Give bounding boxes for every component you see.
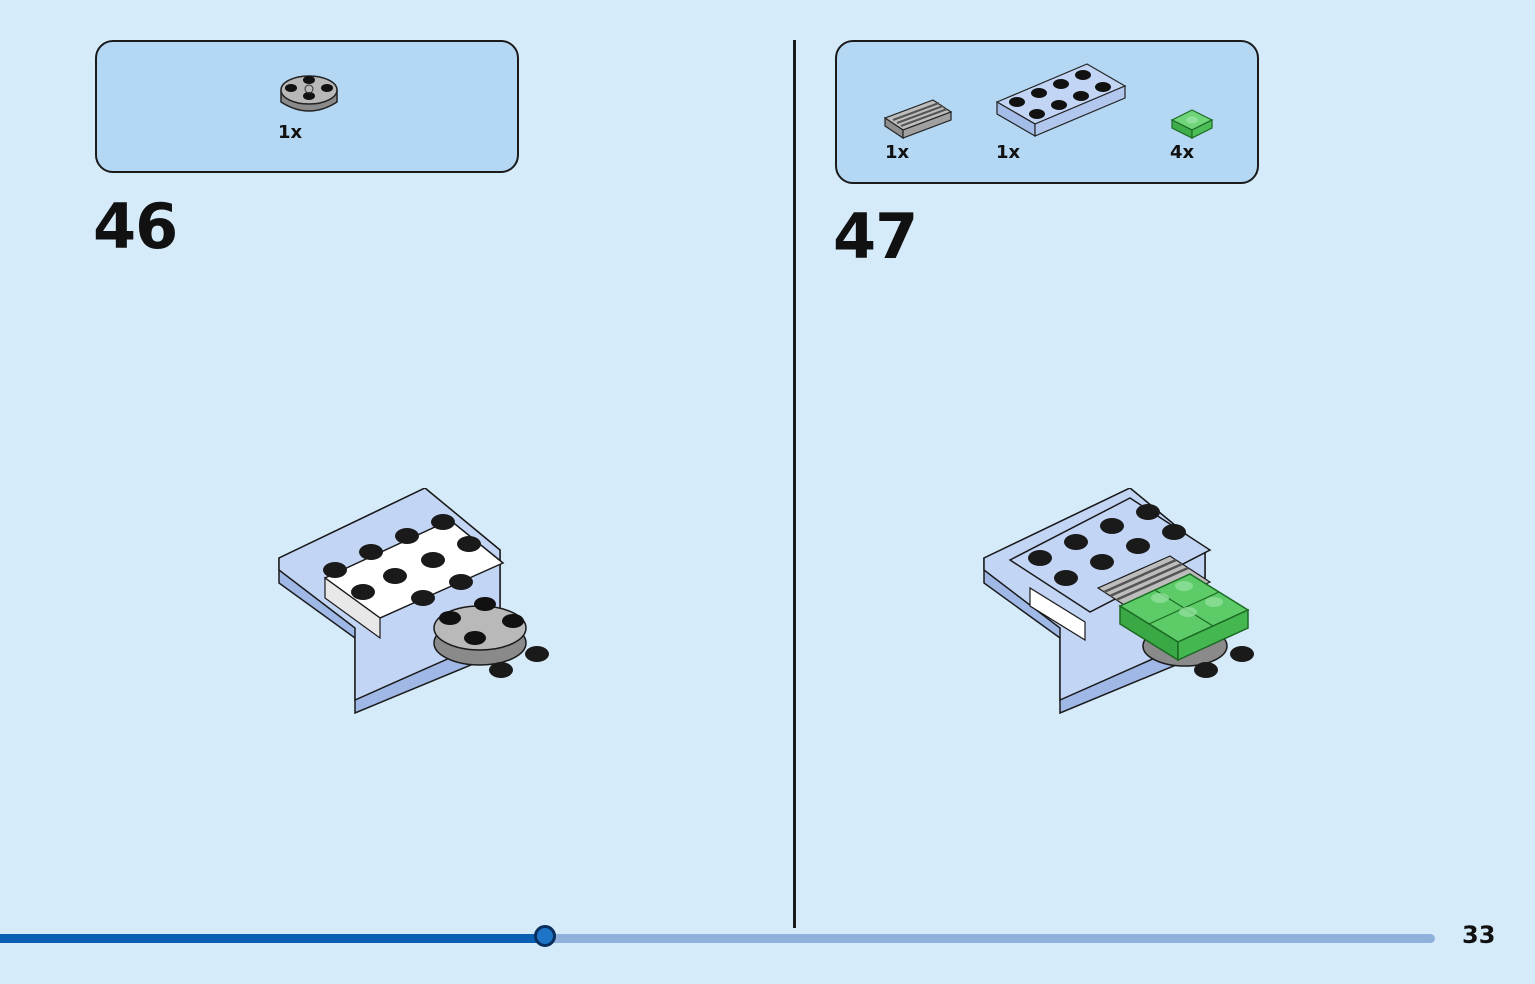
page-divider [793, 40, 796, 928]
part-qty: 4x [1170, 142, 1195, 163]
model-illustration-step-47 [983, 488, 1254, 715]
progress-track [0, 934, 1435, 943]
part-qty: 1x [885, 142, 910, 163]
parts-callout-step-46: 1x [95, 40, 519, 173]
part-qty: 1x [996, 142, 1021, 163]
page-number: 33 [1462, 921, 1496, 949]
green-tile-icon [1170, 109, 1214, 139]
progress-fill [0, 934, 545, 943]
grille-tile-icon [883, 99, 953, 140]
round-plate-icon [280, 75, 338, 112]
plate-2x4-icon [995, 63, 1127, 138]
step-number: 47 [833, 200, 918, 273]
part-qty: 1x [278, 122, 303, 143]
step-number: 46 [93, 190, 178, 263]
parts-callout-step-47: 1x 1x 4x [835, 40, 1259, 184]
model-illustration-step-46 [278, 488, 549, 715]
progress-knob[interactable] [534, 925, 556, 947]
